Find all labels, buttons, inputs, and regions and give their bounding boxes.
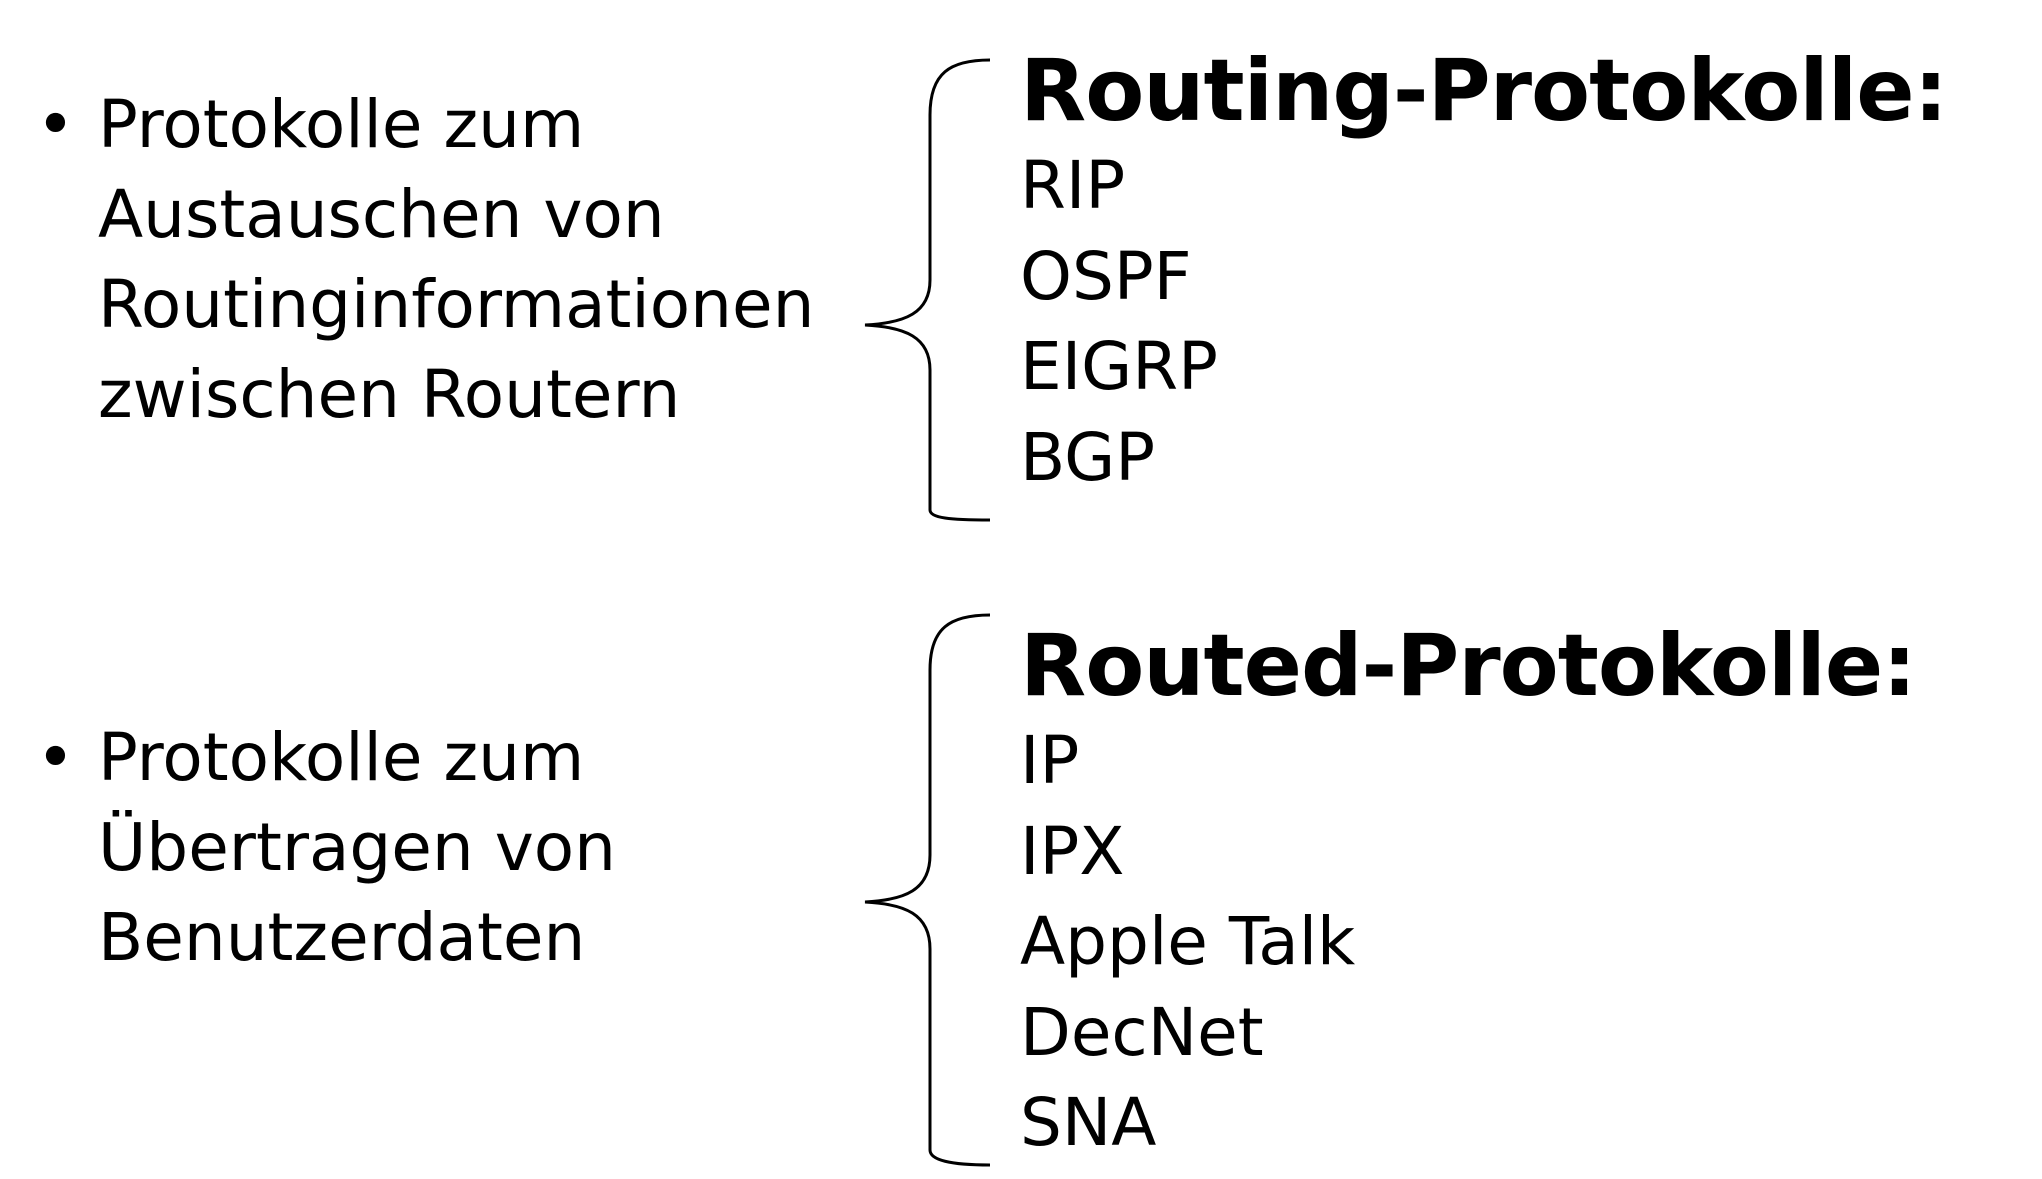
protocol-item-sna: SNA — [1020, 1084, 1157, 1161]
description-line: Protokolle zum — [98, 86, 585, 163]
routed-protocol-list: IP IPX Apple Talk DecNet SNA — [1020, 716, 1916, 1169]
routing-protocols-block: Routing-Protokolle: RIP OSPF EIGRP BGP — [1020, 41, 1948, 503]
curly-brace-icon — [864, 58, 991, 522]
description-line: zwischen Routern — [98, 356, 681, 433]
protocol-item-ospf: OSPF — [1020, 237, 1192, 315]
bullet-icon: • — [36, 86, 75, 163]
description-line: Benutzerdaten — [98, 899, 586, 976]
description-line: Routinginformationen — [98, 266, 815, 343]
routed-protocols-block: Routed-Protokolle: IP IPX Apple Talk Dec… — [1020, 616, 1917, 1169]
routed-description: Protokolle zum Übertragen von Benutzerda… — [98, 713, 616, 983]
description-line: Protokolle zum — [98, 719, 585, 796]
routing-protocols-heading: Routing-Protokolle: — [1020, 41, 1948, 141]
protocol-item-eigrp: EIGRP — [1020, 328, 1218, 405]
protocol-item-bgp: BGP — [1020, 418, 1156, 496]
routed-protocols-group: • Protokolle zum Übertragen von Benutzer… — [0, 580, 2042, 1179]
routing-protocols-group: • Protokolle zum Austauschen von Routing… — [0, 0, 2042, 560]
curly-brace-icon — [864, 613, 991, 1167]
description-line: Austauschen von — [98, 176, 665, 253]
description-line: Übertragen von — [98, 809, 616, 886]
routing-protocol-list: RIP OSPF EIGRP BGP — [1020, 141, 1947, 503]
protocol-item-decnet: DecNet — [1020, 993, 1264, 1071]
protocol-item-apple-talk: Apple Talk — [1020, 903, 1356, 980]
bullet-icon: • — [36, 719, 75, 796]
protocol-item-rip: RIP — [1020, 147, 1126, 224]
protocol-item-ip: IP — [1020, 722, 1080, 799]
protocol-item-ipx: IPX — [1020, 812, 1125, 890]
routed-protocols-heading: Routed-Protokolle: — [1020, 616, 1917, 716]
routing-description: Protokolle zum Austauschen von Routingin… — [98, 80, 814, 440]
